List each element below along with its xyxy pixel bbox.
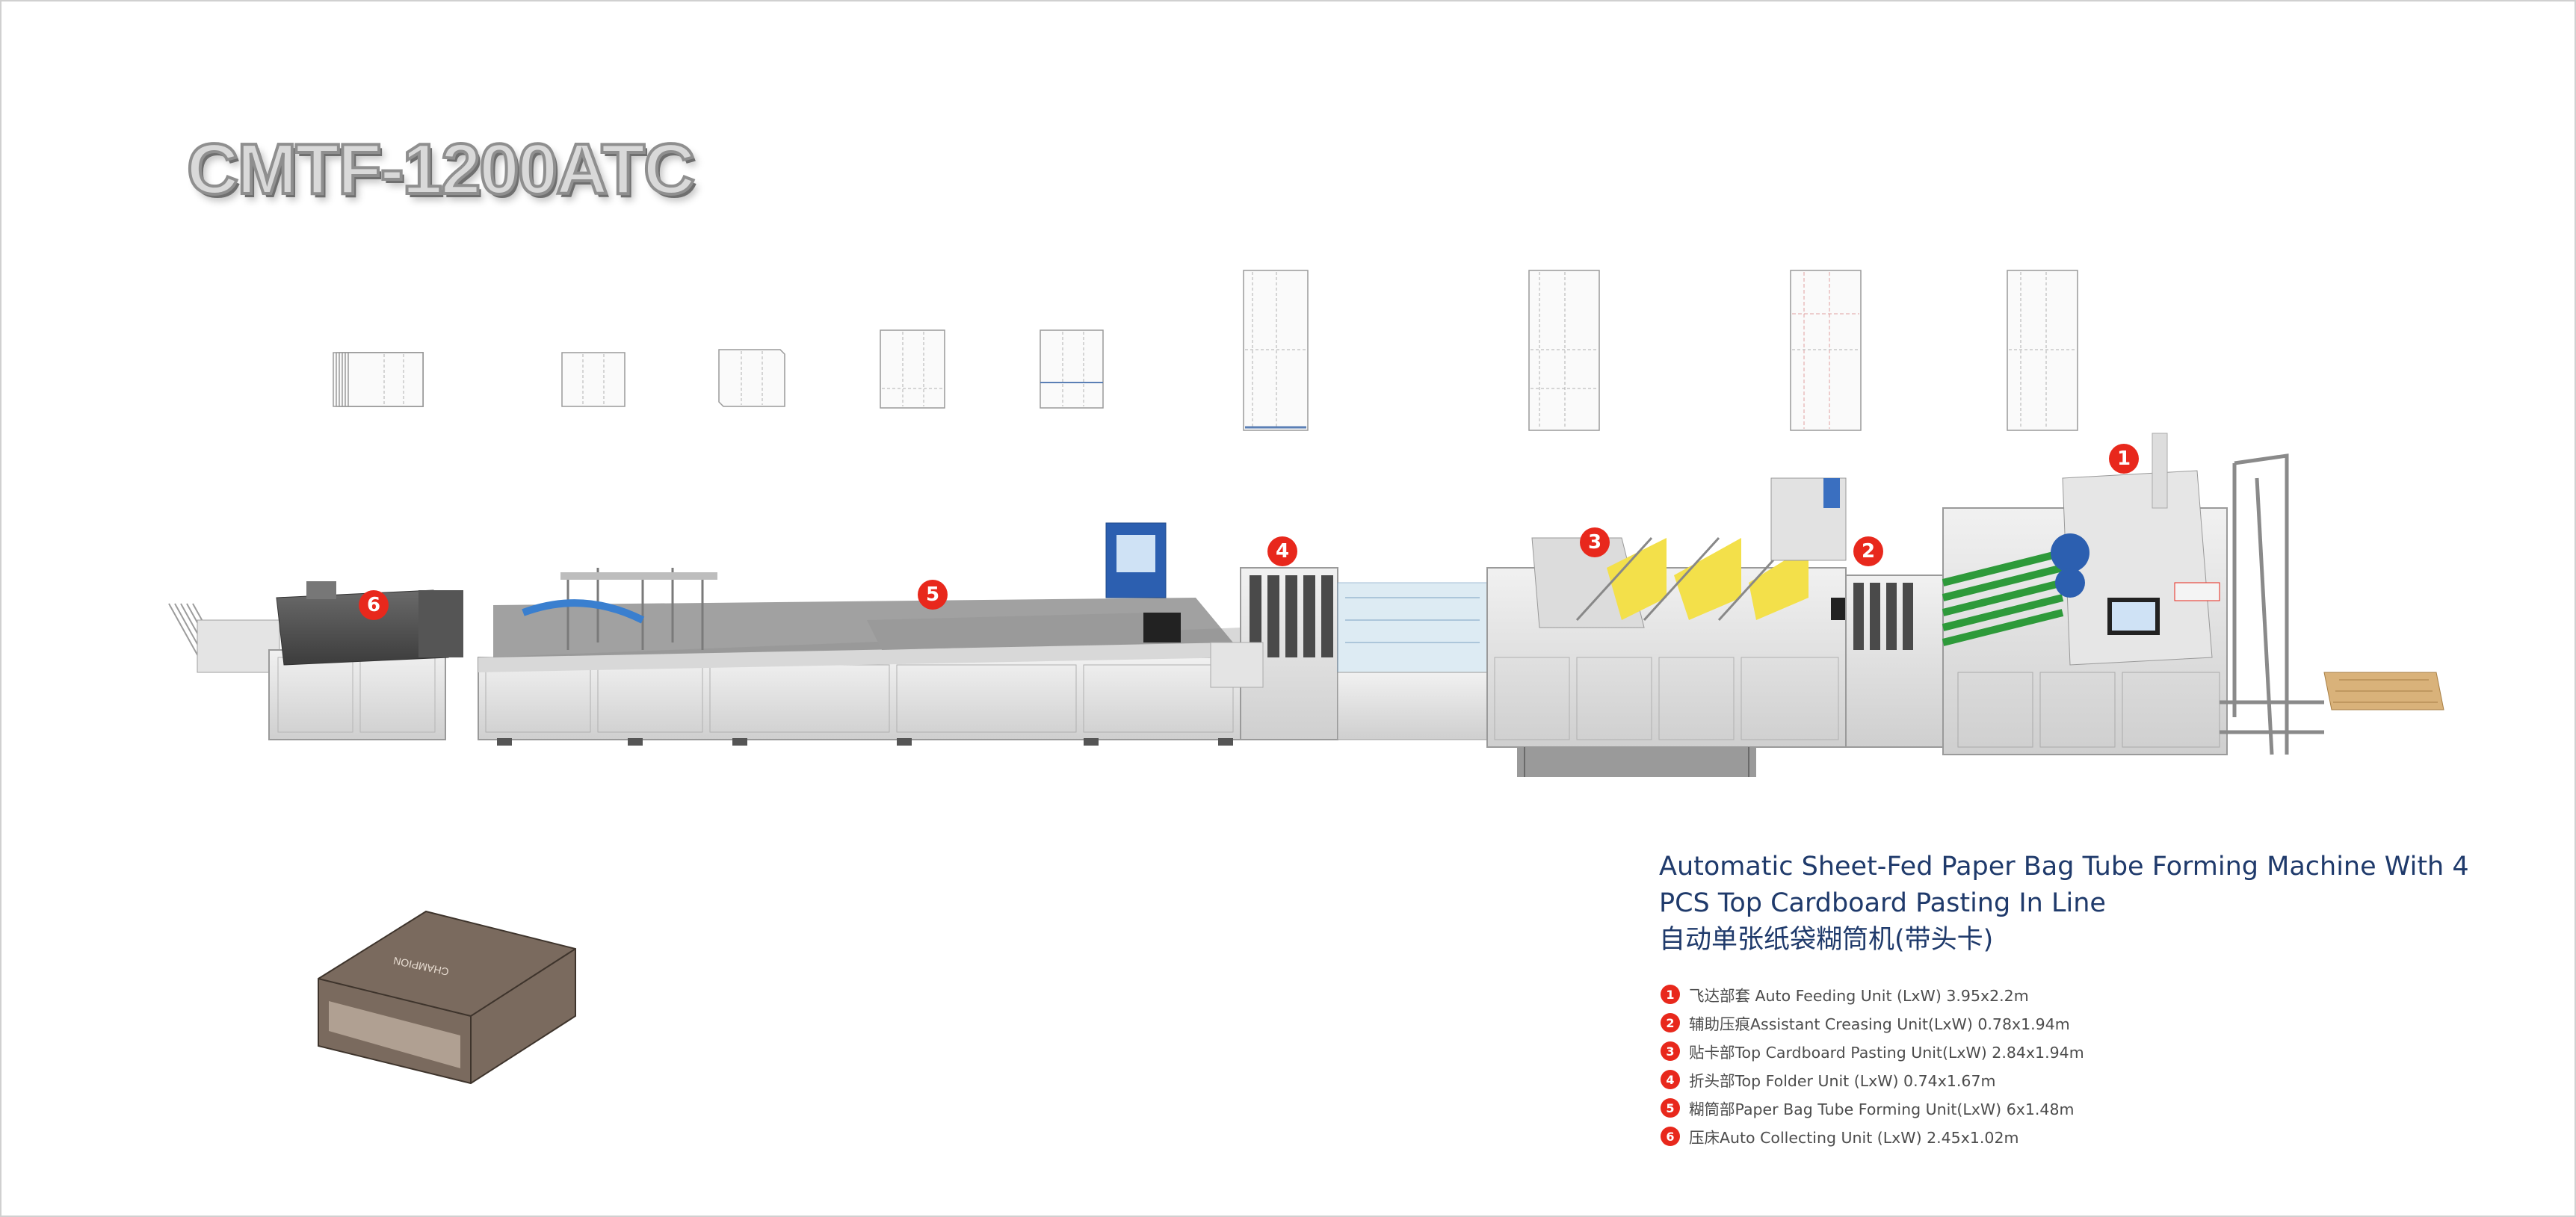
unit-spec-text: 压床Auto Collecting Unit (LxW) 2.45x1.02m: [1689, 1129, 2019, 1147]
unit-spec-text: 贴卡部Top Cardboard Pasting Unit(LxW) 2.84x…: [1689, 1044, 2084, 1062]
red-creased-sheet-illustration: [1790, 270, 1862, 431]
unit-spec-item: 4 折头部Top Folder Unit (LxW) 0.74x1.67m: [1661, 1065, 2408, 1094]
feeder-frame: [2220, 453, 2324, 755]
cardboard-pasting-unit: [1486, 477, 1861, 777]
marker-collecting-unit: 6: [359, 590, 389, 620]
unit-spec-item: 1 飞达部套 Auto Feeding Unit (LxW) 3.95x2.2m: [1661, 980, 2408, 1009]
unit-spec-item: 3 贴卡部Top Cardboard Pasting Unit(LxW) 2.84…: [1661, 1037, 2408, 1065]
unit-spec-text: 折头部Top Folder Unit (LxW) 0.74x1.67m: [1689, 1072, 1996, 1090]
tube-forming-unit: [478, 522, 1241, 746]
unit-spec-text: 糊筒部Paper Bag Tube Forming Unit(LxW) 6x1.…: [1689, 1100, 2075, 1118]
unit-spec-item: 6 压床Auto Collecting Unit (LxW) 2.45x1.02m: [1661, 1122, 2408, 1151]
marker-feeding-unit: 1: [2109, 444, 2139, 474]
collecting-unit: [268, 581, 463, 740]
flat-tube-illustration: [561, 352, 626, 407]
number-badge: 2: [1661, 1013, 1680, 1032]
creasing-unit: [1845, 575, 1944, 748]
creased-sheet-illustration: [1528, 270, 1600, 431]
model-title: CMTF-1200ATC: [185, 128, 696, 211]
top-folded-tube-illustration: [1040, 329, 1104, 409]
product-title: Automatic Sheet-Fed Paper Bag Tube Formi…: [1659, 849, 2469, 959]
top-folder-unit: [1210, 567, 1488, 740]
marker-tube-forming-unit: 5: [918, 580, 948, 610]
paper-bag-illustration: CHAMPION: [318, 910, 576, 1085]
number-badge: 4: [1661, 1070, 1680, 1089]
unit-spec-item: 5 糊筒部Paper Bag Tube Forming Unit(LxW) 6x1…: [1661, 1094, 2408, 1122]
sheet-with-cardboard-illustration: [1243, 270, 1309, 431]
number-badge: 6: [1661, 1127, 1680, 1146]
unit-spec-text: 辅助压痕Assistant Creasing Unit(LxW) 0.78x1.…: [1689, 1015, 2070, 1033]
marker-pasting-unit: 3: [1580, 527, 1610, 557]
number-badge: 3: [1661, 1041, 1680, 1061]
flat-sheet-illustration: [2007, 270, 2078, 431]
product-title-line2: PCS Top Cardboard Pasting In Line: [1659, 888, 2106, 918]
glued-tube-illustration: [880, 329, 945, 409]
marker-creasing-unit: 2: [1853, 536, 1883, 566]
folded-tube-illustration: [718, 349, 785, 407]
feeding-unit: [1942, 433, 2228, 755]
unit-spec-item: 2 辅助压痕Assistant Creasing Unit(LxW) 0.78x1…: [1661, 1009, 2408, 1037]
unit-spec-text: 飞达部套 Auto Feeding Unit (LxW) 3.95x2.2m: [1689, 987, 2029, 1005]
number-badge: 1: [1661, 985, 1680, 1004]
stacked-tubes-illustration: [333, 352, 424, 407]
product-title-chinese: 自动单张纸袋糊筒机(带头卡): [1659, 925, 1994, 955]
product-title-line1: Automatic Sheet-Fed Paper Bag Tube Formi…: [1659, 852, 2469, 882]
marker-top-folder-unit: 4: [1267, 536, 1297, 566]
number-badge: 5: [1661, 1098, 1680, 1118]
